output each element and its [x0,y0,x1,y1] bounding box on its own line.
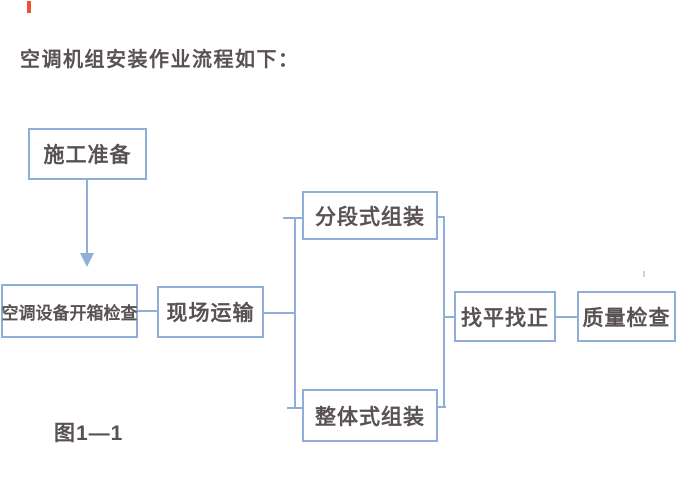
page-title: 空调机组安装作业流程如下： [20,49,300,71]
flow-node-leveling-alignment: 找平找正 [454,291,556,342]
edge-branch-to-integral [287,407,306,409]
edge-segmented-out [437,216,445,218]
corner-mark [27,1,31,13]
flow-node-unboxing-inspection: 空调设备开箱检查 [1,284,138,338]
edge-integral-out [437,406,446,408]
flow-node-integral-assembly: 整体式组装 [302,389,438,442]
stray-tick-mark [643,271,645,277]
flow-node-quality-inspection: 质量检查 [577,291,676,342]
flow-node-segmented-assembly: 分段式组装 [302,191,438,240]
edge-transport-to-branch [263,312,296,314]
flow-node-construction-prep: 施工准备 [28,128,147,180]
edge-unbox-to-transport [137,310,158,312]
edge-merge-to-leveling [443,316,456,318]
edge-prep-to-unbox [86,180,88,254]
edge-branch-to-segmented [283,217,304,219]
arrow-down-icon [80,253,94,267]
edge-branch-vertical [294,217,296,409]
edge-merge-vertical [443,216,445,408]
flow-node-site-transport: 现场运输 [157,286,264,338]
figure-caption: 图1—1 [54,422,124,445]
edge-leveling-to-quality [555,316,578,318]
